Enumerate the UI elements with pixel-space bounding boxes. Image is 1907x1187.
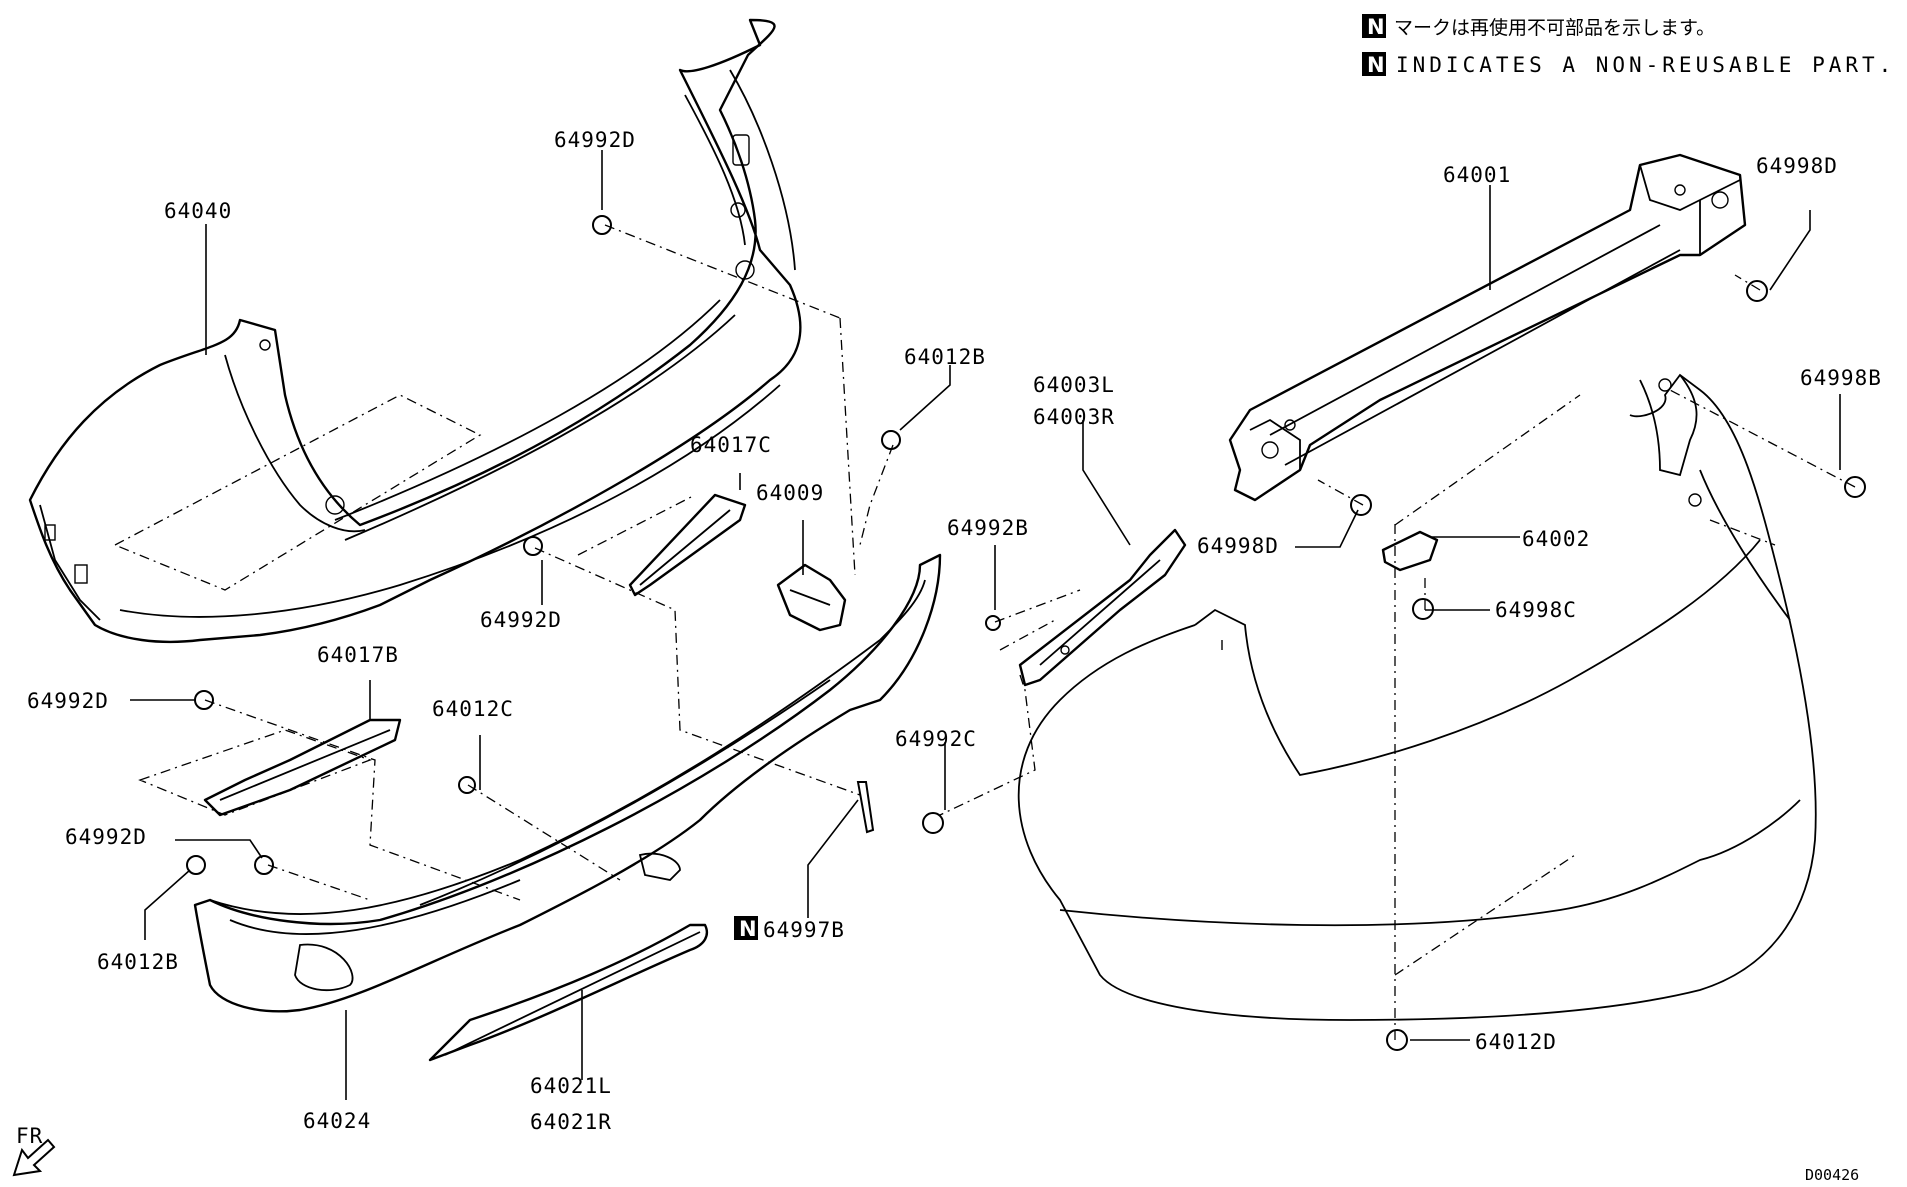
- upper-bumper-cover-64040: [28, 18, 802, 644]
- bumper-fascia-right: [1017, 373, 1817, 1021]
- clip-icon: [881, 430, 901, 450]
- label-64992D-top: 64992D: [554, 128, 636, 152]
- label-64001: 64001: [1443, 163, 1511, 187]
- front-direction-indicator: FR: [12, 1124, 56, 1177]
- bolt-icon: [523, 536, 543, 556]
- label-64021L: 64021L: [530, 1074, 612, 1098]
- label-64992B: 64992B: [947, 516, 1029, 540]
- label-64017C: 64017C: [690, 433, 772, 457]
- n-badge-letter: N: [1367, 15, 1385, 39]
- diagram-code: D00426: [1805, 1166, 1859, 1184]
- bolt-icon: [194, 690, 214, 710]
- label-64997B: 64997B: [763, 918, 845, 942]
- label-64012C: 64012C: [432, 697, 514, 721]
- bolt-icon: [922, 812, 944, 834]
- note-japanese: マークは再使用不可部品を示します。: [1394, 17, 1715, 39]
- bolt-icon: [1746, 280, 1768, 302]
- label-64992D-mid: 64992D: [480, 608, 562, 632]
- label-64992C: 64992C: [895, 727, 977, 751]
- non-reusable-note: N マークは再使用不可部品を示します。 N INDICATES A NON-RE…: [1362, 14, 1895, 77]
- note-english: INDICATES A NON-REUSABLE PART.: [1396, 53, 1895, 77]
- label-64009: 64009: [756, 481, 824, 505]
- lower-bumper-64024: [193, 553, 942, 1013]
- label-64024: 64024: [303, 1109, 371, 1133]
- label-64003L: 64003L: [1033, 373, 1115, 397]
- bolt-icon: [1412, 598, 1434, 620]
- retainer-64017C: [628, 493, 747, 597]
- label-64998D-top: 64998D: [1756, 154, 1838, 178]
- label-64021R: 64021R: [530, 1110, 612, 1134]
- label-64002: 64002: [1522, 527, 1590, 551]
- n-badge-icon: [1362, 14, 1386, 38]
- front-label: FR: [16, 1124, 43, 1148]
- leader-lines: [130, 150, 1841, 1100]
- bolt-icon: [1350, 494, 1372, 516]
- reinforcement-64001: [1228, 153, 1747, 502]
- bolt-icon: [985, 615, 1001, 631]
- label-64017B: 64017B: [317, 643, 399, 667]
- clip-icon: [1386, 1029, 1408, 1051]
- n-badge-icon: [734, 916, 758, 940]
- n-badge-letter: N: [1367, 53, 1385, 77]
- clip-icon: [458, 776, 476, 794]
- label-64998B: 64998B: [1800, 366, 1882, 390]
- label-64003R: 64003R: [1033, 405, 1115, 429]
- label-64992D-left: 64992D: [27, 689, 109, 713]
- lower-trim-64021: [428, 923, 709, 1062]
- arrow-up-left-icon: [12, 1138, 56, 1177]
- bracket-64009: [776, 563, 847, 632]
- n-badge-letter: N: [739, 917, 757, 941]
- label-64040: 64040: [164, 199, 232, 223]
- label-64998D-mid: 64998D: [1197, 534, 1279, 558]
- retainer-64017B: [203, 718, 402, 817]
- label-64012B-top: 64012B: [904, 345, 986, 369]
- clip-icon: [186, 855, 206, 875]
- bracket-64002: [1381, 530, 1439, 572]
- label-64012D: 64012D: [1475, 1030, 1557, 1054]
- side-bracket-64003: [1018, 528, 1187, 687]
- part-labels: 64040 64992D 64001 64998D 64998B 64012B …: [27, 128, 1882, 1134]
- fasteners: [186, 215, 1866, 1051]
- n-badge-icon: [1362, 52, 1386, 76]
- label-64998C: 64998C: [1495, 598, 1577, 622]
- label-64992D-low: 64992D: [65, 825, 147, 849]
- label-64012B-low: 64012B: [97, 950, 179, 974]
- alignment-lines: [113, 224, 1856, 1040]
- bolt-icon: [254, 855, 274, 875]
- bolt-icon: [592, 215, 612, 235]
- rivet-icon: [856, 781, 875, 834]
